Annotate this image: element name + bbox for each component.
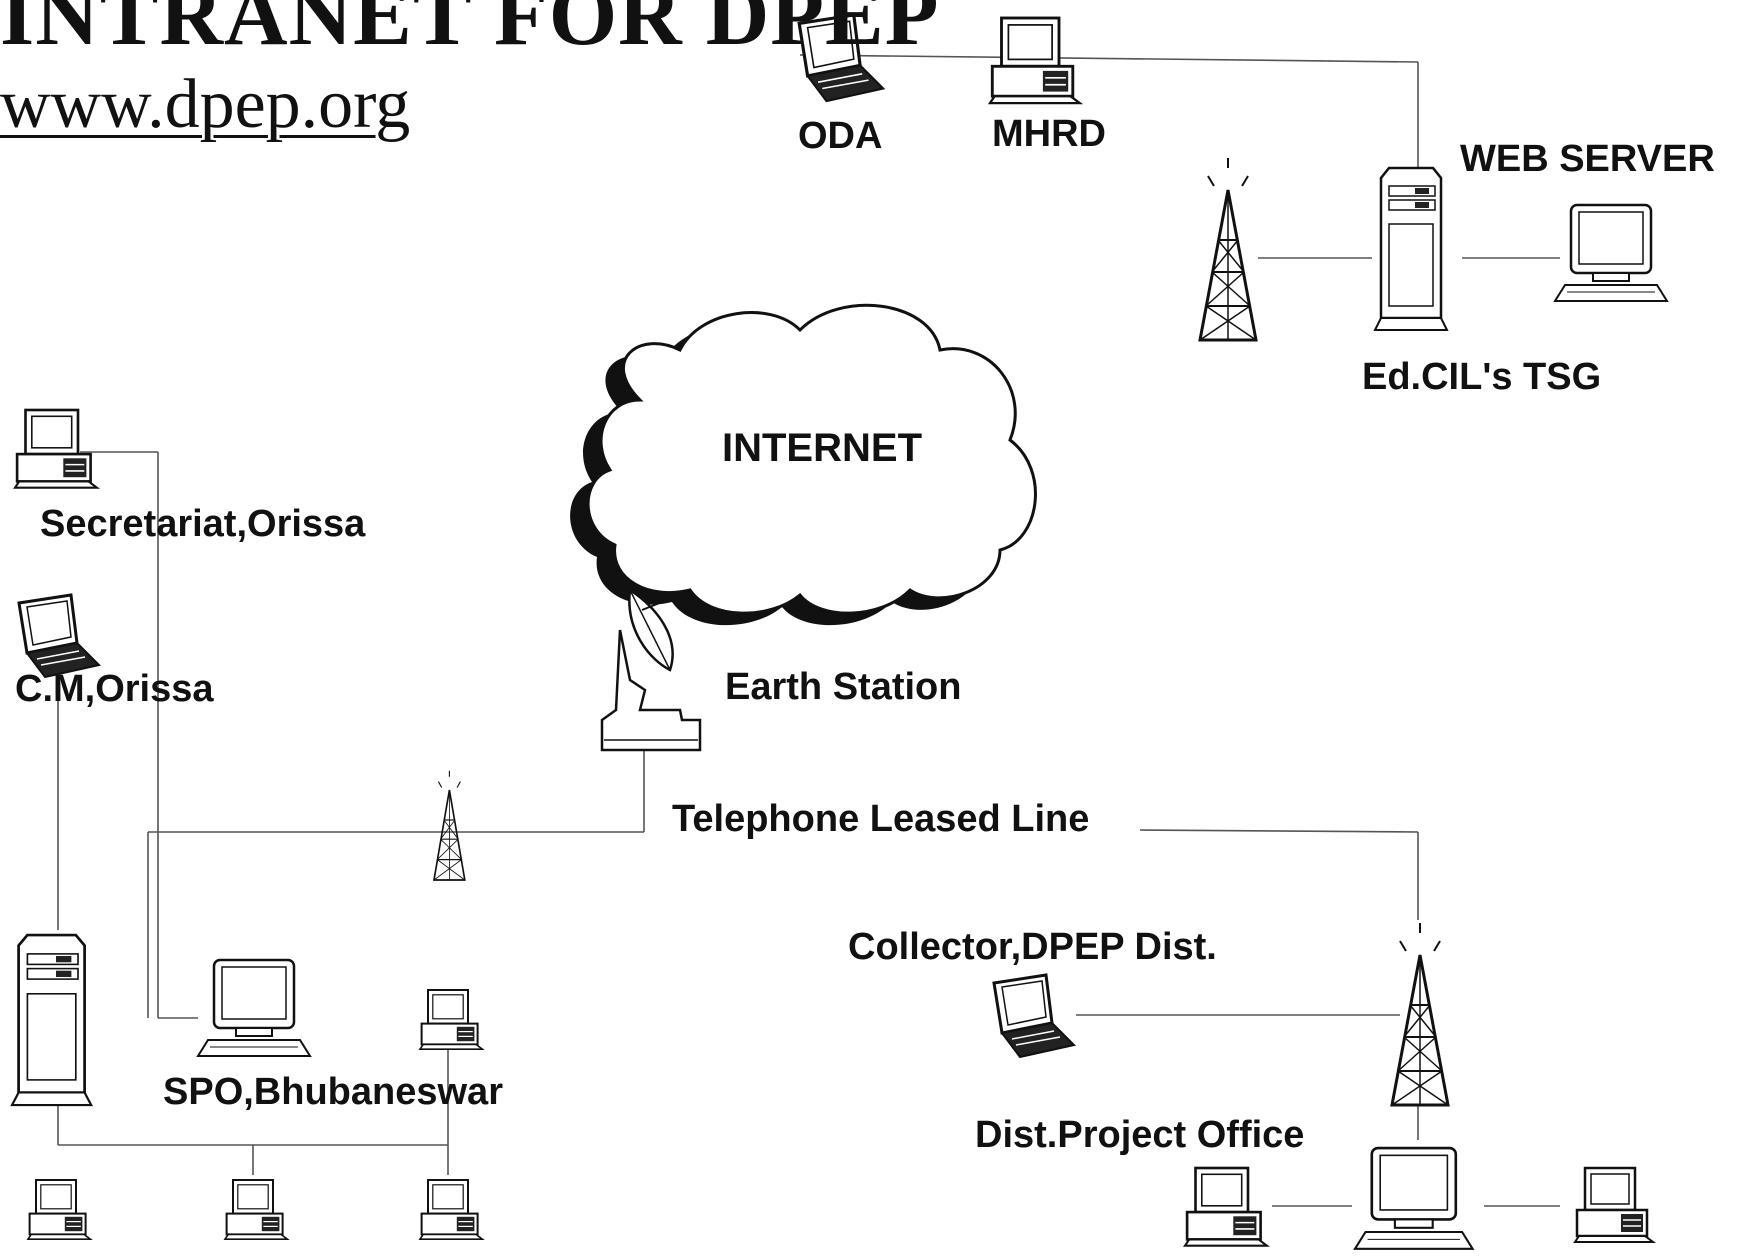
- monitor-icon: [1553, 203, 1669, 303]
- tower-server-icon: [10, 933, 93, 1107]
- radio-tower-icon: [1390, 921, 1450, 1107]
- label-dpo: Dist.Project Office: [975, 1114, 1305, 1156]
- desktop-icon: [26, 1178, 92, 1241]
- label-web-server: WEB SERVER: [1460, 138, 1715, 180]
- desktop-icon: [1573, 1166, 1655, 1244]
- laptop-icon: [17, 593, 101, 679]
- monitor-icon: [196, 958, 312, 1058]
- radio-tower-icon: [1198, 156, 1258, 342]
- label-earth-station: Earth Station: [725, 666, 962, 708]
- desktop-icon: [13, 408, 99, 490]
- tower-server-icon: [1373, 166, 1449, 332]
- monitor-icon: [1353, 1146, 1474, 1251]
- desktop-icon: [418, 988, 484, 1051]
- page-title: INTRANET FOR DPEP: [0, 0, 940, 64]
- desktop-icon: [418, 1178, 484, 1241]
- desktop-icon: [988, 16, 1082, 105]
- label-leased-line: Telephone Leased Line: [672, 798, 1090, 840]
- label-collector: Collector,DPEP Dist.: [848, 926, 1217, 968]
- label-spo: SPO,Bhubaneswar: [163, 1071, 503, 1113]
- connection-lines: [57, 54, 1560, 1207]
- desktop-icon: [1183, 1166, 1269, 1248]
- label-mhrd: MHRD: [992, 113, 1106, 155]
- laptop-icon: [992, 973, 1076, 1059]
- label-oda: ODA: [798, 115, 883, 157]
- satellite-dish-icon: [600, 587, 702, 752]
- label-cm: C.M,Orissa: [15, 668, 214, 710]
- label-edcil: Ed.CIL's TSG: [1362, 356, 1602, 398]
- radio-tower-icon: [433, 769, 466, 881]
- label-secretariat: Secretariat,Orissa: [40, 503, 366, 545]
- desktop-icon: [223, 1178, 289, 1241]
- cloud-icon: [570, 303, 1037, 626]
- label-internet: INTERNET: [722, 426, 922, 470]
- site-url: www.dpep.org: [0, 66, 411, 143]
